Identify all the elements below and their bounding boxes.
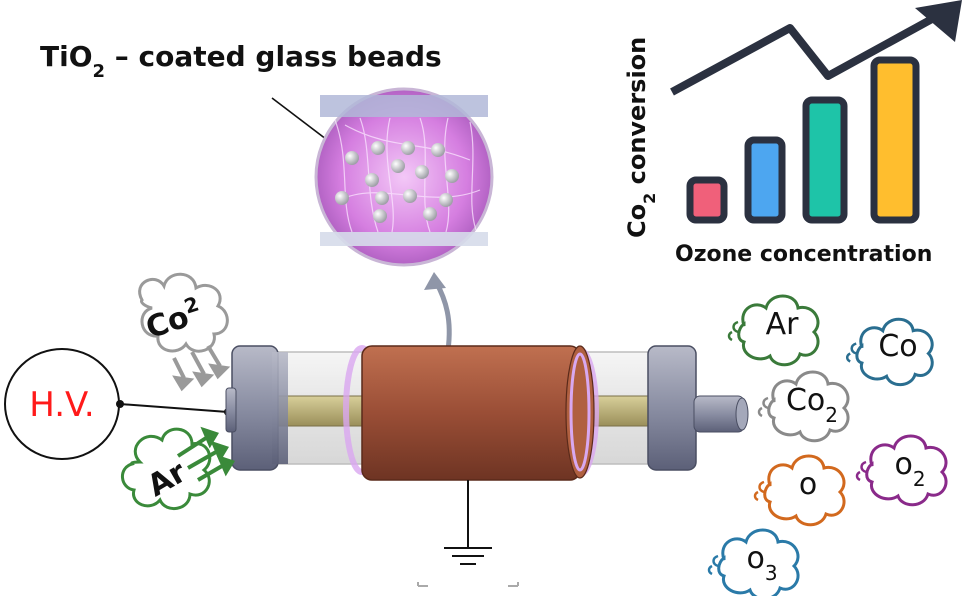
- outlet-gas-label-3: Co2: [786, 383, 838, 427]
- trend-bar-3: [802, 96, 848, 224]
- chart-xlabel: Ozone concentration: [675, 242, 932, 267]
- zoom-arrow: [433, 280, 452, 351]
- outlet-cloud-2: Co: [845, 317, 934, 387]
- outlet-gas-label-6: o3: [746, 541, 777, 585]
- outlet-cloud-1: Ar: [727, 294, 820, 367]
- outlet-gas-label-4: o2: [894, 447, 925, 491]
- trend-chart: Co2 conversion Ozone concentration: [623, 0, 962, 267]
- outlet-cloud-3: Co2: [757, 370, 850, 443]
- inlet-cloud-co2: Co2: [138, 272, 231, 392]
- trend-arrow-head: [915, 0, 962, 42]
- glass-beads: [335, 141, 459, 223]
- outlet-cloud-6: o3: [707, 528, 800, 596]
- hv-wire: [119, 403, 229, 413]
- trend-arrow-line: [670, 4, 954, 96]
- outlet-gas-label-1: Ar: [766, 307, 800, 342]
- outlet-gas-label-2: Co: [878, 329, 917, 364]
- outlet-cloud-4: o2: [855, 434, 948, 507]
- copper-electrode: [361, 345, 581, 481]
- chart-ylabel: Co2 conversion: [623, 37, 659, 238]
- outlet-cloud-5: o: [753, 454, 846, 527]
- trend-bar-4: [870, 56, 920, 224]
- ground-symbol: [417, 480, 519, 587]
- inset-label: TiO2 – coated glass beads: [40, 40, 442, 82]
- trend-bar-1: [686, 176, 728, 224]
- inlet-cloud-ar: Ar: [121, 426, 235, 510]
- reactor: [225, 345, 749, 481]
- hv-label: H.V.: [29, 385, 94, 425]
- outlet-gas-label-5: o: [799, 467, 817, 502]
- trend-bar-2: [744, 136, 786, 224]
- plasma-inset: [314, 87, 494, 267]
